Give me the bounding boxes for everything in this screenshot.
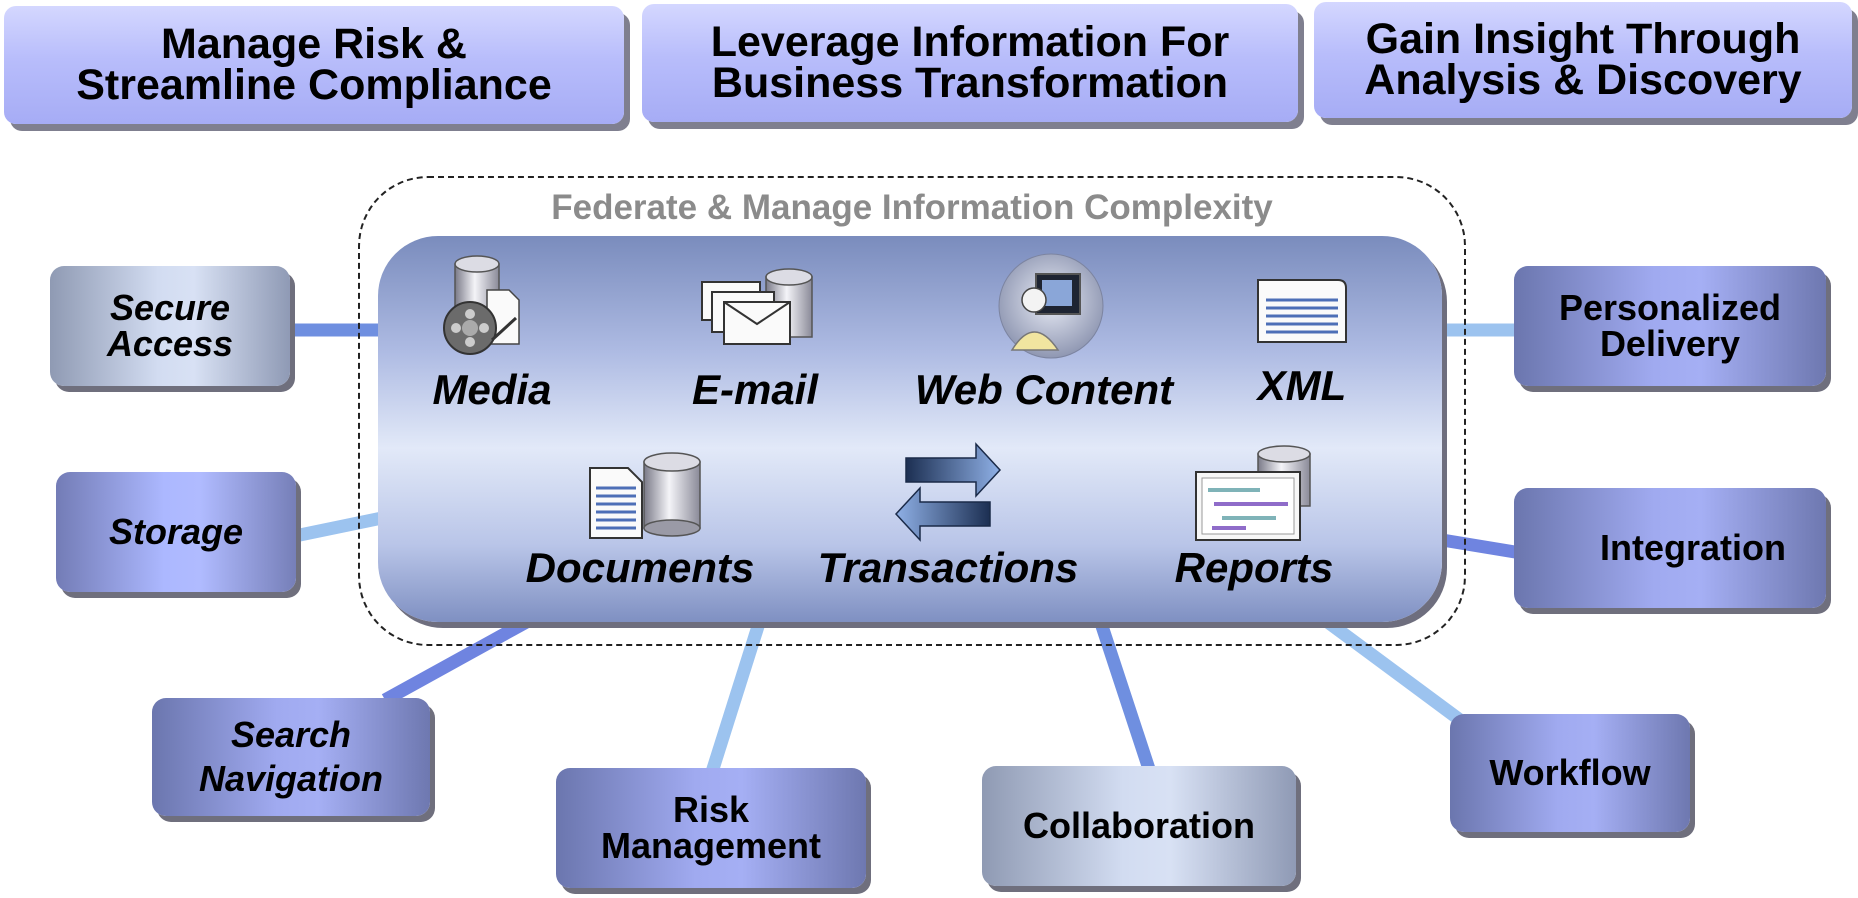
- federation-boundary: [358, 176, 1466, 646]
- integration-label: Integration: [1600, 527, 1786, 568]
- xml-icon: [1257, 279, 1347, 343]
- banner-manage-risk-text: Manage Risk & Streamline Compliance: [76, 20, 552, 109]
- content-label-media: Media: [432, 366, 552, 413]
- integration-box: Integration: [1514, 488, 1826, 608]
- transactions-icon: [894, 442, 1002, 542]
- content-label-reports: Reports: [1174, 544, 1334, 591]
- banner-manage-risk: Manage Risk & Streamline Compliance: [4, 6, 624, 124]
- personalized-delivery-box: Personalized Delivery: [1514, 266, 1826, 386]
- banner-leverage-information-text: Leverage Information For Business Transf…: [710, 18, 1230, 107]
- content-label-transactions: Transactions: [817, 544, 1079, 591]
- storage-label: Storage: [108, 511, 244, 552]
- secure-access-box: Secure Access: [50, 266, 290, 386]
- content-label-xml: XML: [1257, 362, 1347, 409]
- banner-leverage-information: Leverage Information For Business Transf…: [642, 4, 1298, 122]
- content-label-web-content: Web Content: [914, 366, 1174, 413]
- collaboration-box: Collaboration: [982, 766, 1296, 886]
- collaboration-label: Collaboration: [1023, 805, 1255, 846]
- connector-integration: [1428, 531, 1517, 559]
- personalized-delivery-label: Personalized Delivery: [1558, 287, 1782, 364]
- connector-workflow: [1321, 614, 1464, 726]
- banner-gain-insight: Gain Insight Through Analysis & Discover…: [1314, 2, 1852, 118]
- search-navigation-box: Search Navigation: [152, 698, 430, 816]
- reports-icon: [1195, 445, 1311, 541]
- connector-search-navigation: [381, 614, 534, 706]
- banner-gain-insight-text: Gain Insight Through Analysis & Discover…: [1364, 15, 1802, 104]
- risk-management-label: Risk Management: [600, 789, 822, 866]
- content-label-documents: Documents: [525, 544, 755, 591]
- documents-icon: [589, 452, 701, 539]
- storage-box: Storage: [56, 472, 296, 592]
- media-icon: [443, 255, 520, 355]
- email-icon: [701, 268, 813, 345]
- web-content-icon: [998, 253, 1104, 359]
- risk-management-box: Risk Management: [556, 768, 866, 888]
- connector-storage: [293, 511, 384, 543]
- content-label-email: E-mail: [691, 366, 819, 413]
- workflow-label: Workflow: [1489, 752, 1651, 793]
- search-navigation-label: Search Navigation: [198, 714, 384, 799]
- secure-access-label: Secure Access: [106, 287, 234, 364]
- center-title: Federate & Manage Information Complexity: [551, 188, 1273, 227]
- workflow-box: Workflow: [1450, 714, 1690, 832]
